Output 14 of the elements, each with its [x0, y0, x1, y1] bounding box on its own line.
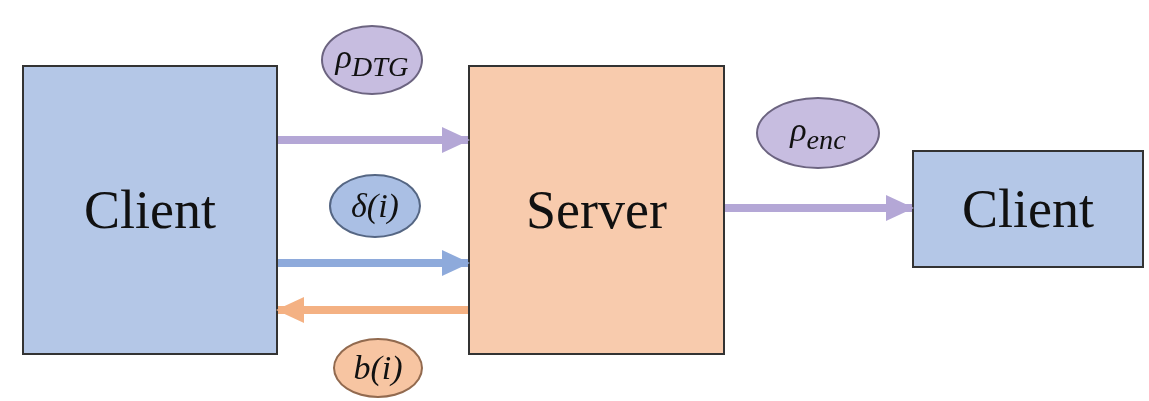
edge-label: δ(i) — [329, 174, 421, 238]
process-box — [468, 65, 725, 355]
box-label: Client — [84, 179, 216, 241]
process-box — [912, 150, 1144, 268]
box-label: Client — [962, 178, 1094, 240]
arrow — [725, 195, 914, 221]
edge-label: ρ$_{DTG}$ — [321, 25, 423, 95]
process-box — [22, 65, 278, 355]
edge-label: b(i) — [333, 338, 423, 398]
arrow — [276, 297, 468, 323]
edge-label: ρ$_{enc}$ — [756, 97, 880, 169]
arrow — [278, 127, 470, 153]
box-label: Server — [526, 179, 667, 241]
arrow — [278, 250, 470, 276]
